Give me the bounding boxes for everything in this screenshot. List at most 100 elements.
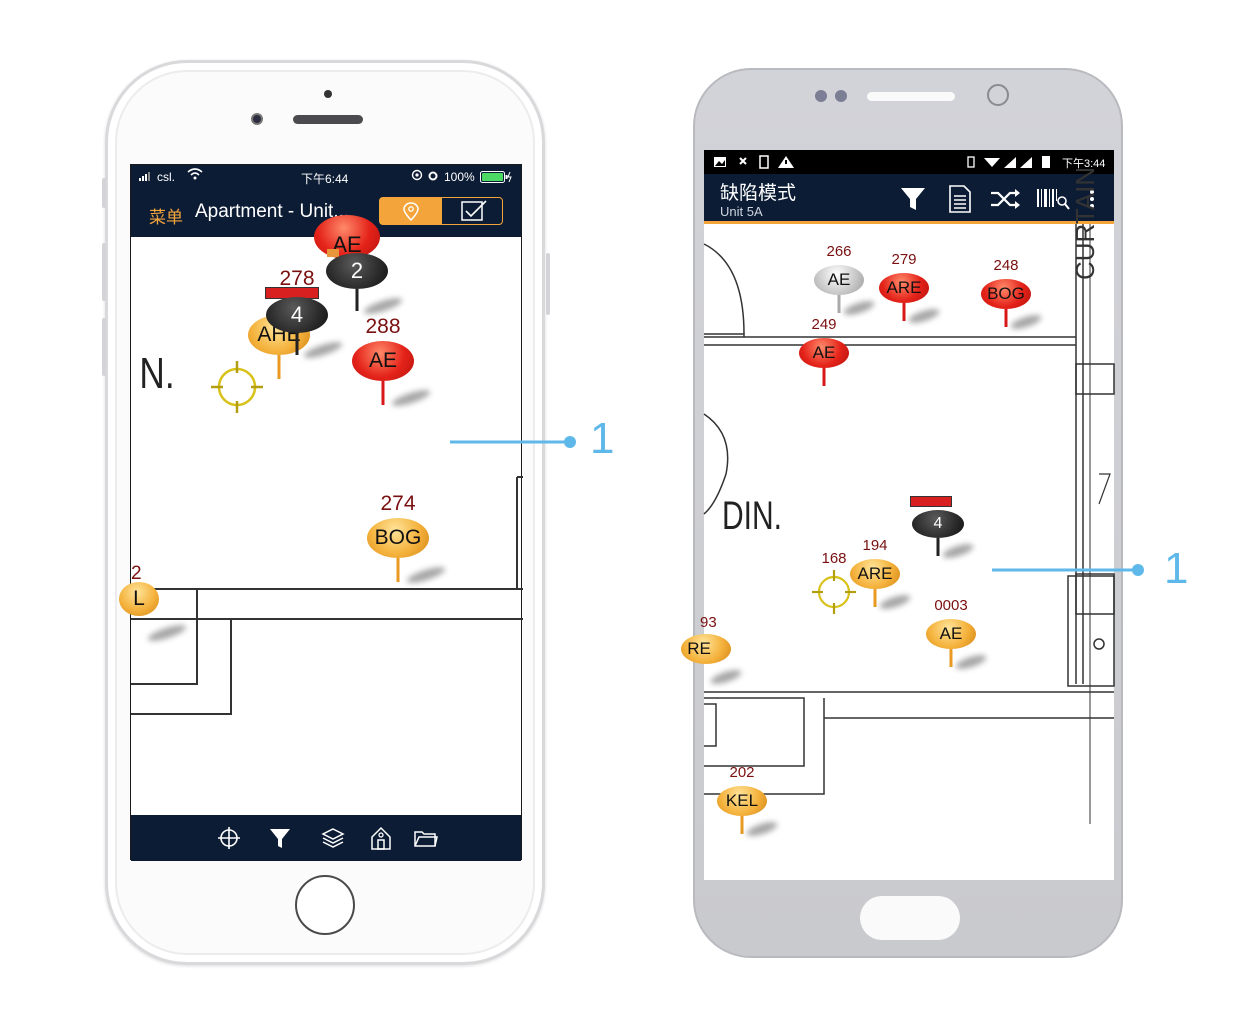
pin-code: RE: [687, 639, 711, 658]
pin-stick: [949, 649, 953, 667]
earpiece-speaker: [867, 92, 955, 101]
front-camera: [987, 84, 1009, 106]
signal-icon: [139, 170, 153, 184]
pin-head: ARE: [879, 273, 929, 303]
pin-code: AE: [827, 270, 851, 289]
bottom-toolbar: [131, 815, 521, 861]
pin-code: L: [133, 587, 145, 610]
home-icon[interactable]: [369, 826, 393, 850]
report-icon[interactable]: [948, 184, 972, 214]
pin-code: ARE: [886, 278, 922, 297]
room-label: DIN.: [722, 494, 782, 538]
system-status-icons: [967, 156, 1050, 168]
pin-head: 2: [326, 253, 388, 289]
pin-stick: [873, 589, 877, 607]
pin-head: 4: [266, 297, 328, 333]
checkbox-icon: [461, 200, 487, 221]
pin-stick: [396, 558, 400, 582]
pin-code: AE: [368, 349, 397, 372]
pin-number: 278: [279, 267, 315, 290]
page-title: Apartment - Unit...: [195, 201, 350, 222]
cluster-count: 4: [933, 515, 943, 532]
battery-icon: [480, 171, 512, 186]
pin-head: AE: [814, 265, 864, 295]
page-subtitle: Unit 5A: [720, 204, 763, 219]
more-icon[interactable]: [1088, 188, 1096, 210]
cluster-count: 4: [290, 302, 304, 327]
pin-code: KEL: [725, 791, 759, 810]
status-time: 下午6:44: [301, 172, 349, 186]
floor-plan-map[interactable]: CURTAIN DIN. 266 AE 279 ARE 248 BOG: [681, 167, 1115, 880]
pin-head: AE: [352, 341, 414, 381]
home-button[interactable]: [295, 875, 355, 935]
partial-pin-number: 2: [131, 563, 142, 584]
side-label: CURTAIN: [1070, 166, 1100, 280]
alarm-icon: [427, 169, 439, 184]
barcode-icon[interactable]: [1036, 186, 1070, 212]
pin-stick: [277, 355, 281, 379]
pin-code: AE: [812, 343, 836, 362]
battery-percent: 100%: [444, 170, 475, 184]
pin-head: AE: [799, 338, 849, 368]
pin-stick: [936, 538, 940, 556]
earpiece-speaker: [293, 115, 363, 124]
layers-icon[interactable]: [321, 826, 345, 850]
checklist-mode-segment[interactable]: [442, 198, 504, 224]
front-camera: [251, 113, 263, 125]
home-button[interactable]: [860, 896, 960, 940]
pin-head: AE: [314, 215, 380, 259]
pin-stick: [295, 333, 299, 355]
pin-stick: [355, 289, 359, 311]
notification-icons: [714, 155, 794, 169]
crosshair-target-icon[interactable]: [209, 359, 265, 415]
pin-code: ARE: [857, 564, 893, 583]
folder-icon[interactable]: [413, 826, 438, 850]
pin-number: 274: [380, 492, 416, 515]
sensor-dot: [835, 90, 847, 102]
pin-head: BOG: [981, 279, 1031, 309]
callout-leader-line: [450, 436, 576, 448]
status-bar: csl. 下午6:44 100%: [131, 165, 521, 189]
pin-number: 0003: [934, 597, 968, 614]
pin-head: 4: [912, 510, 964, 538]
status-bar: 下午3:44: [704, 150, 1114, 174]
callout-label: 1: [590, 414, 615, 463]
room-label: N.: [139, 349, 175, 398]
pin-head: L: [119, 582, 159, 616]
filter-icon[interactable]: [900, 186, 926, 212]
pin-number: 248: [993, 257, 1019, 274]
pin-number: 266: [826, 243, 852, 260]
cluster-indicator: [327, 249, 339, 257]
pin-code: BOG: [374, 526, 422, 549]
floor-plan-lines: [131, 476, 523, 715]
filter-icon[interactable]: [268, 826, 292, 850]
pin-stick: [822, 368, 826, 386]
pin-stick: [837, 295, 841, 313]
pin-number: 288: [365, 315, 401, 338]
shuffle-icon[interactable]: [990, 188, 1022, 210]
volume-down-button: [102, 318, 106, 376]
pin-stick: [902, 303, 906, 321]
pin-number: 194: [862, 537, 888, 554]
android-device: 下午3:44 缺陷模式 Unit 5A: [681, 68, 1123, 958]
sensor-dot: [815, 90, 827, 102]
menu-button[interactable]: 菜单: [149, 208, 183, 227]
floor-plan-map[interactable]: N. 2 L AE 2 AHE: [119, 215, 523, 815]
page-title: 缺陷模式: [720, 183, 797, 204]
floor-plan-lines: [703, 224, 1115, 824]
view-mode-segmented-control: [379, 197, 503, 225]
ios-screen: csl. 下午6:44 100% 菜单 Apartment - Unit...: [119, 164, 523, 861]
pin-number: 249: [811, 316, 837, 333]
pin-number: 279: [891, 251, 917, 268]
status-time: 下午3:44: [1062, 158, 1106, 170]
crosshair-icon[interactable]: [217, 826, 241, 850]
callout-leader-line: [992, 564, 1144, 576]
pin-code: AE: [939, 624, 963, 643]
severity-bar: [910, 496, 952, 507]
volume-up-button: [102, 243, 106, 301]
crosshair-target-icon[interactable]: [811, 569, 857, 615]
pin-number: 202: [729, 764, 755, 781]
wifi-icon: [187, 168, 203, 183]
map-mode-segment[interactable]: [380, 198, 442, 224]
pin-stick: [740, 816, 744, 834]
